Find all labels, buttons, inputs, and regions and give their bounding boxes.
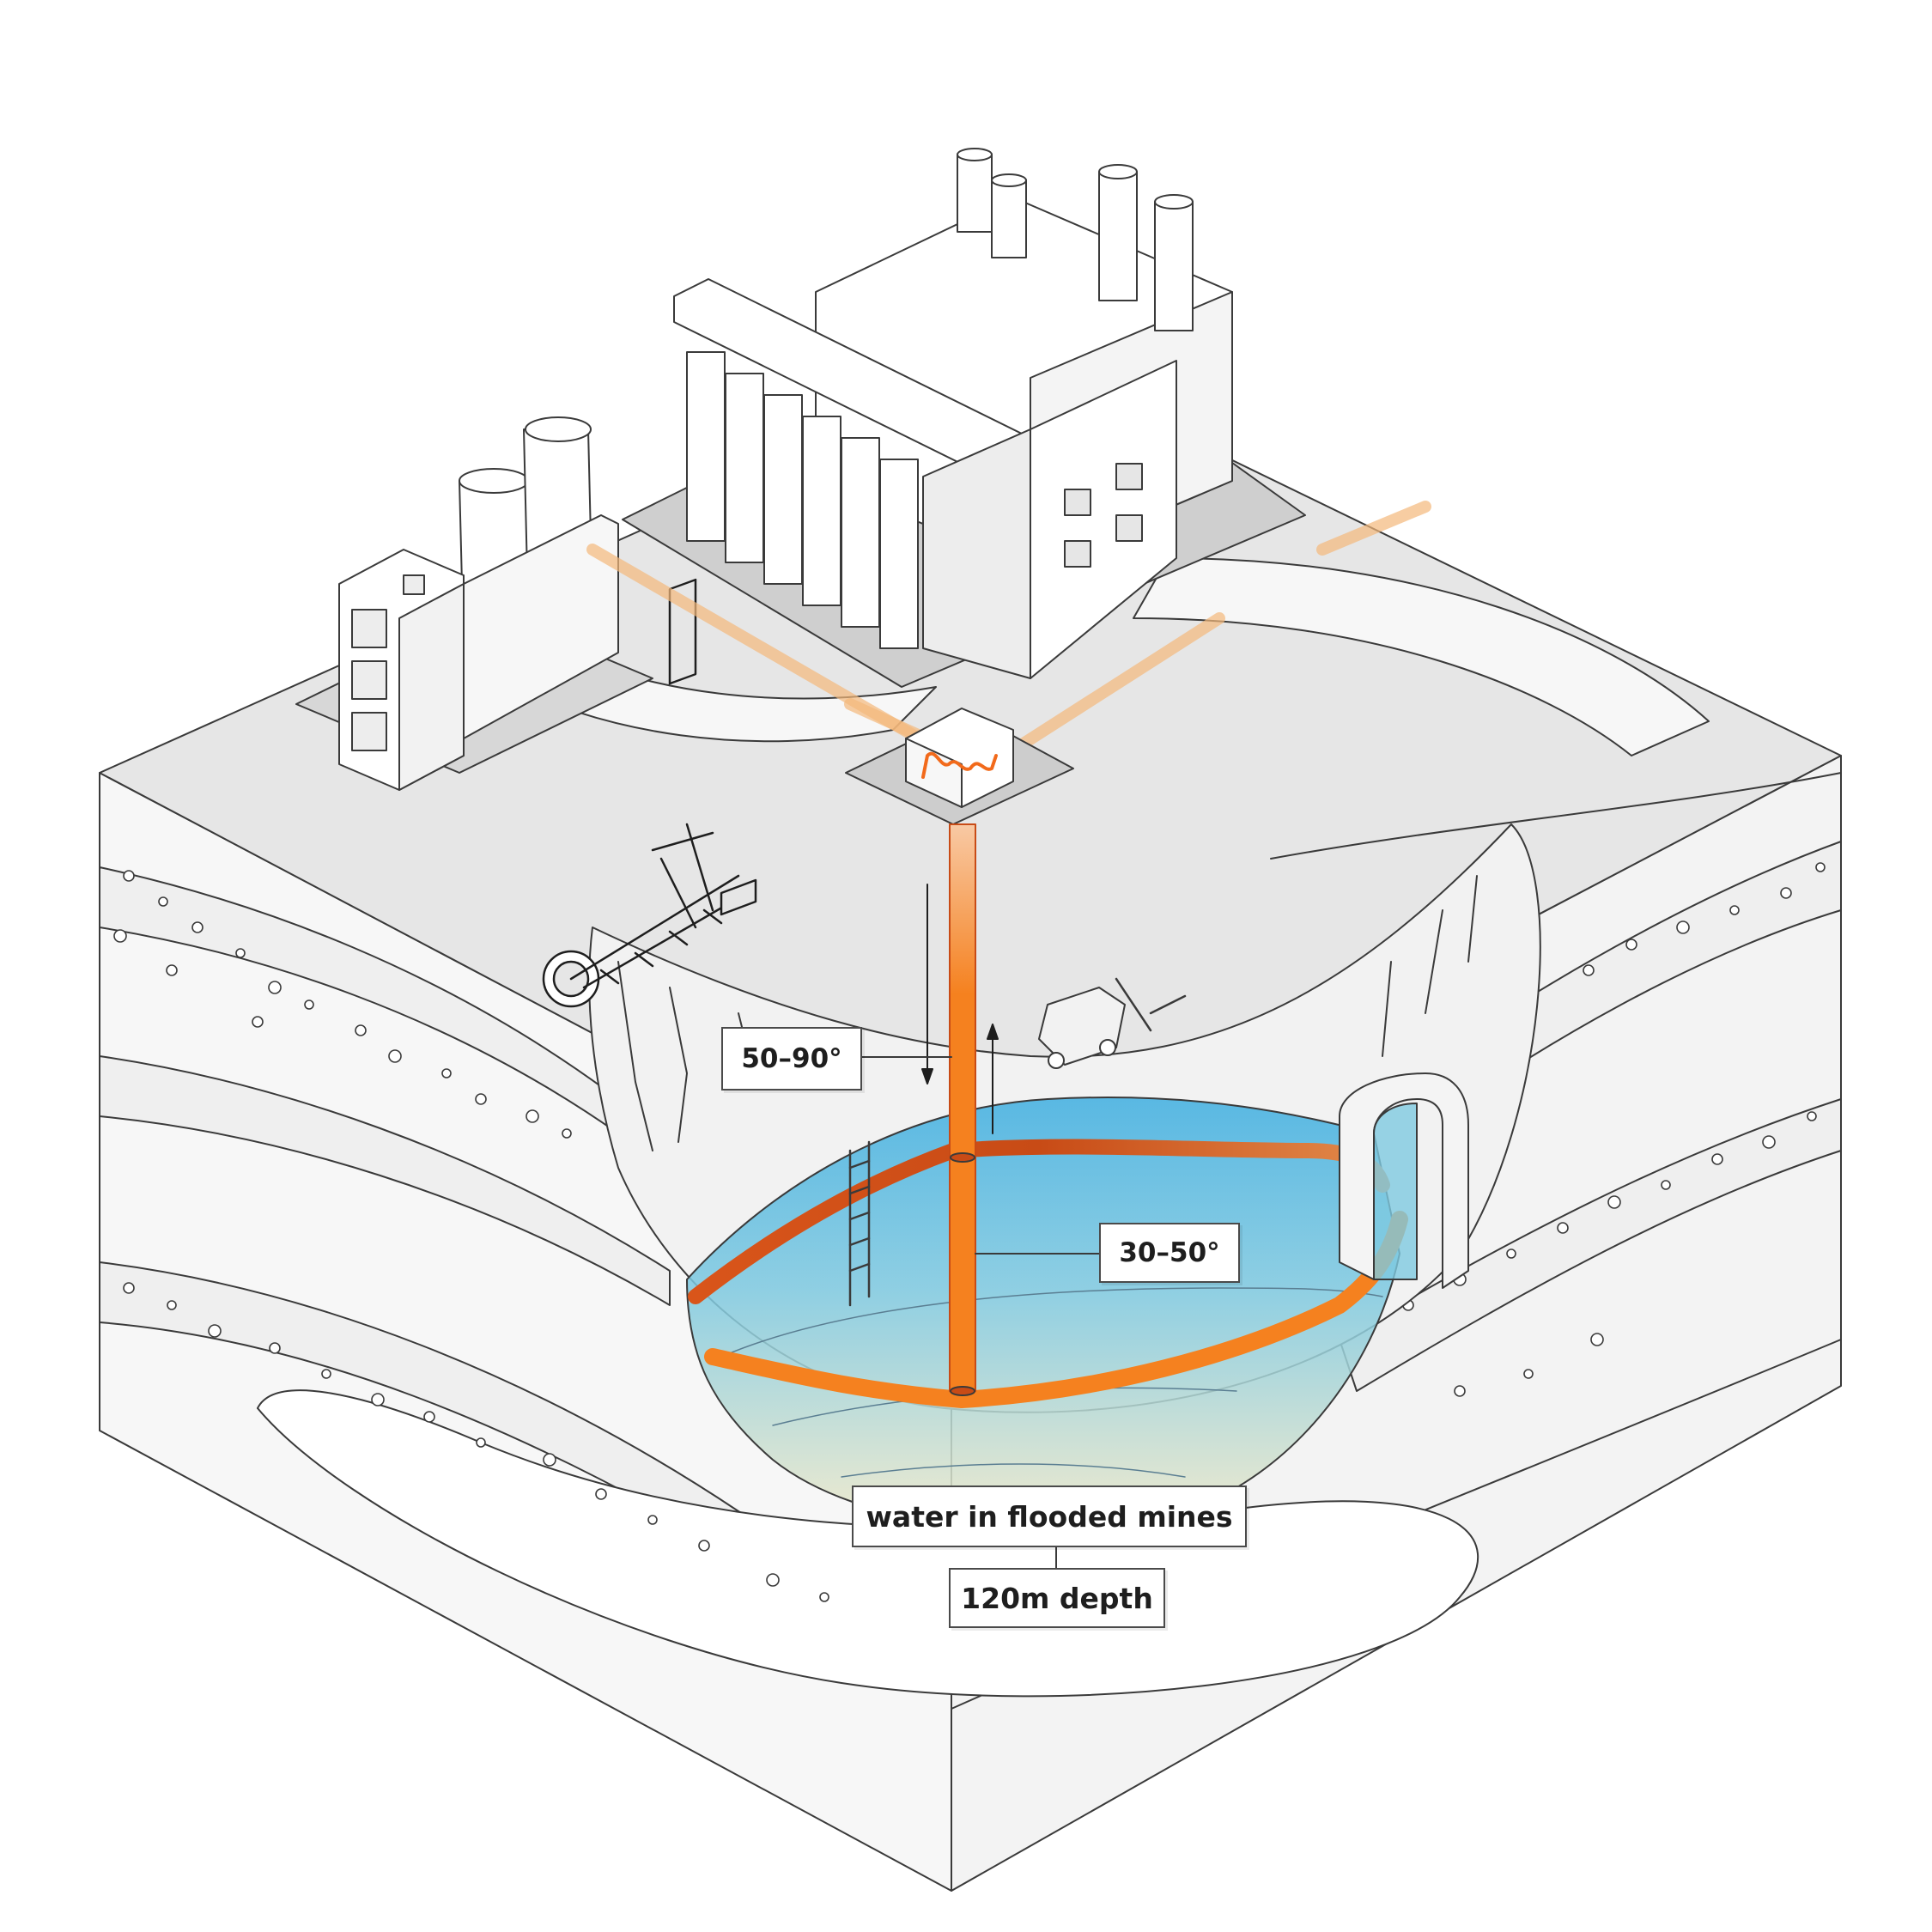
mine-tunnel-icon — [1339, 1072, 1469, 1289]
ladder-icon — [848, 1140, 871, 1307]
gravel-dots — [113, 862, 1826, 1602]
bucket-wheel-excavator-icon — [542, 578, 757, 1008]
heat-exchanger-icon — [845, 708, 1074, 825]
water-source-label: water in flooded mines — [852, 1485, 1247, 1547]
surface-roads — [480, 557, 1710, 756]
flooded-mine-water — [686, 1097, 1400, 1529]
mine-cart-icon — [1038, 977, 1187, 1069]
depth-label: 120m depth — [949, 1568, 1165, 1628]
coal-seam-upper — [688, 1139, 1390, 1304]
coal-seam-lower — [704, 1211, 1408, 1408]
factory-icon — [622, 148, 1306, 688]
shallow-seam-angle-label: 30–50° — [1099, 1223, 1240, 1283]
label-leaders — [858, 1056, 1100, 1569]
flow-arrows — [921, 884, 999, 1134]
power-plant-icon — [295, 416, 653, 791]
steep-seam-angle-label: 50–90° — [721, 1027, 862, 1091]
vertical-borehole-pipe — [949, 823, 976, 1396]
